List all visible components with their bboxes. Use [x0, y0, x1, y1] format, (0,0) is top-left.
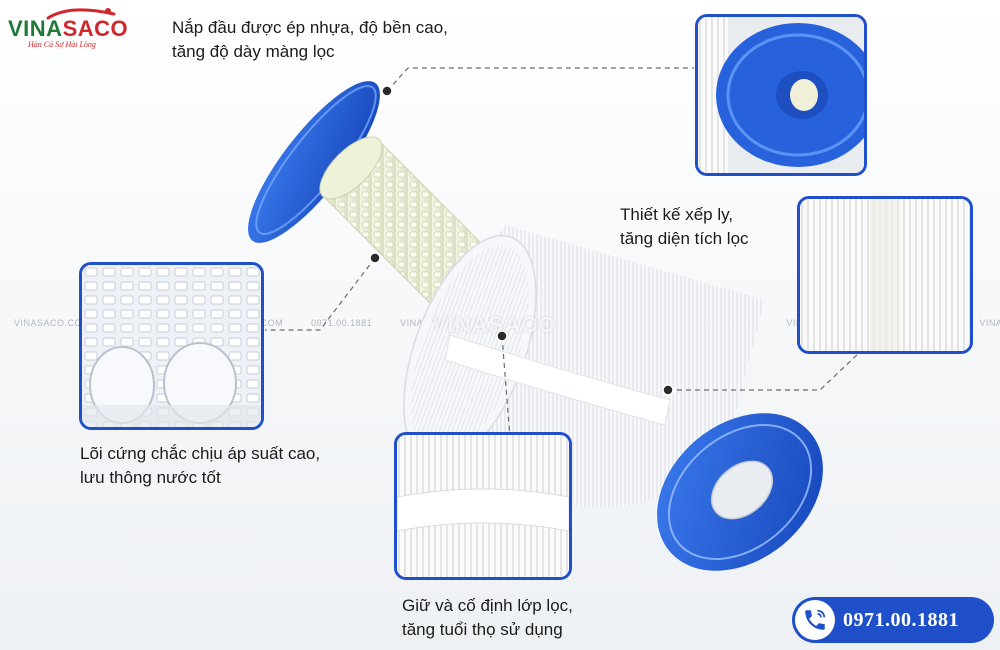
caption-core-line2: lưu thông nước tốt — [80, 468, 221, 487]
core-closeup-image — [82, 265, 261, 427]
brand-slogan: Hàn Cá Sự Hài Lòng — [28, 40, 96, 49]
caption-core-line1: Lõi cứng chắc chịu áp suất cao, — [80, 444, 321, 463]
watermark-phone: 0971.00.1881 — [311, 318, 373, 328]
caption-band-line1: Giữ và cố định lớp lọc, — [402, 596, 573, 615]
caption-core: Lõi cứng chắc chịu áp suất cao, lưu thôn… — [80, 442, 320, 490]
caption-end-cap-line1: Nắp đầu được ép nhựa, độ bền cao, — [172, 18, 448, 37]
phone-icon — [795, 600, 835, 640]
connector-end-cap — [386, 67, 694, 92]
inset-core — [79, 262, 264, 430]
pleats-closeup-image — [800, 199, 970, 351]
brand-name: VINASACO — [8, 16, 129, 41]
caption-end-cap: Nắp đầu được ép nhựa, độ bền cao, tăng đ… — [172, 16, 448, 64]
bottom-end-cap — [657, 413, 823, 571]
brand-logo: VINASACO Hàn Cá Sự Hài Lòng — [6, 6, 129, 52]
watermark-center: VINASACO — [432, 312, 557, 337]
caption-band: Giữ và cố định lớp lọc, tăng tuổi thọ sử… — [402, 594, 573, 642]
inset-band — [394, 432, 572, 580]
phone-number: 0971.00.1881 — [843, 608, 959, 631]
band-closeup-image — [397, 435, 569, 577]
caption-end-cap-line2: tăng độ dày màng lọc — [172, 42, 335, 61]
caption-pleat-line2: tăng diện tích lọc — [620, 229, 749, 248]
swoosh-icon — [46, 8, 116, 20]
caption-pleat: Thiết kế xếp ly, tăng diện tích lọc — [620, 203, 749, 251]
connector-core — [265, 257, 376, 331]
end-cap-closeup-image — [698, 17, 864, 173]
watermark-site: VINASACO.COM — [14, 318, 91, 328]
phone-badge[interactable]: 0971.00.1881 — [792, 597, 994, 643]
connector-dots — [369, 85, 674, 396]
caption-band-line2: tăng tuổi thọ sử dụng — [402, 620, 563, 639]
watermark-site: VINASACO.COM — [979, 318, 1000, 328]
caption-pleat-line1: Thiết kế xếp ly, — [620, 205, 734, 224]
inset-pleats — [797, 196, 973, 354]
inset-end-cap — [695, 14, 867, 176]
